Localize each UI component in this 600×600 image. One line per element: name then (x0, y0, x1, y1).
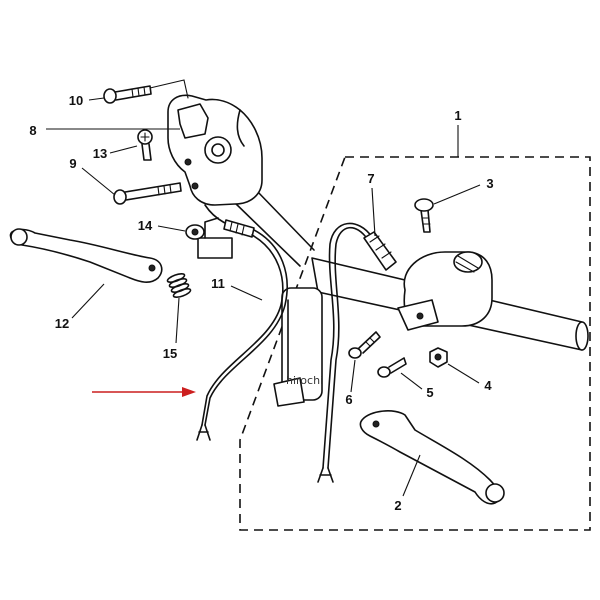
cable-11 (196, 219, 288, 441)
leader-2 (402, 454, 421, 497)
nut-14 (185, 224, 205, 240)
leader-7 (371, 187, 376, 237)
leader-3 (433, 184, 481, 205)
right-lever-holder (397, 251, 493, 331)
spring-15 (166, 273, 192, 298)
leader-6 (350, 359, 356, 393)
callout-9: 9 (69, 156, 76, 171)
callout-14: 14 (138, 218, 153, 233)
leader-lines (46, 97, 481, 497)
bolt-6 (348, 331, 381, 359)
callout-3: 3 (486, 176, 493, 191)
callout-15: 15 (163, 346, 177, 361)
cable-7 (317, 222, 397, 483)
leader-4 (447, 363, 480, 384)
callout-1: 1 (454, 108, 461, 123)
callout-6: 6 (345, 392, 352, 407)
bolt-10 (103, 85, 152, 104)
lever-12 (9, 228, 163, 283)
callout-5: 5 (426, 385, 433, 400)
nut-4 (429, 347, 448, 368)
callout-12: 12 (55, 316, 69, 331)
watermark-text: hirochi (286, 374, 323, 387)
red-arrow-pointer (92, 387, 196, 397)
leader-12 (71, 283, 105, 319)
callout-11: 11 (211, 276, 225, 291)
callout-2: 2 (394, 498, 401, 513)
leader-9 (81, 167, 116, 196)
leader-5 (400, 372, 423, 390)
bolt-5 (377, 357, 407, 378)
bolt-9 (113, 182, 182, 205)
callout-8: 8 (29, 123, 36, 138)
lever-2 (359, 410, 505, 505)
leader-11 (230, 285, 263, 301)
leader-15 (175, 297, 180, 344)
bolt-3 (414, 198, 434, 233)
callout-10: 10 (69, 93, 83, 108)
housing-bracket (197, 217, 233, 259)
screw-13 (137, 129, 153, 161)
callout-4: 4 (484, 378, 492, 393)
leader-10 (88, 97, 105, 101)
callout-7: 7 (367, 171, 374, 186)
leader-14 (157, 225, 186, 232)
callout-labels: 1 2 3 4 5 6 7 8 9 10 11 12 13 14 15 (29, 93, 493, 513)
left-switch-housing (149, 79, 263, 231)
callout-13: 13 (93, 146, 107, 161)
leader-13 (109, 145, 138, 154)
